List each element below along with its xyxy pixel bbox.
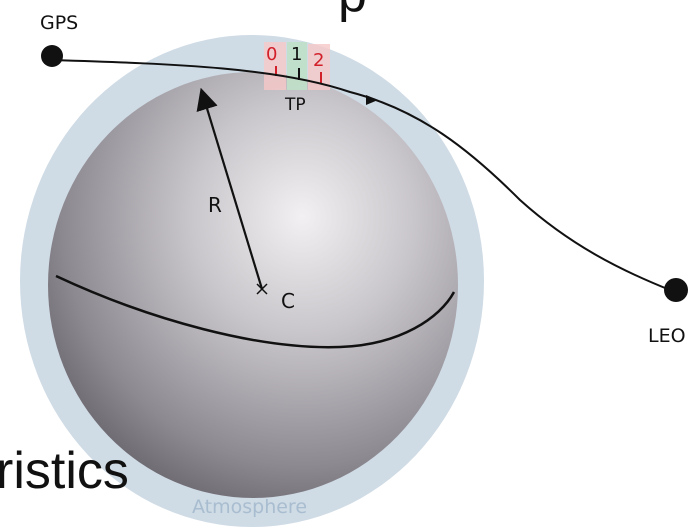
tangent-point-label: TP: [285, 95, 306, 115]
center-label: C: [281, 289, 295, 313]
signal-ray-path: [51, 59, 671, 291]
leo-satellite-dot: [664, 278, 688, 302]
ray-direction-arrow: [366, 95, 378, 105]
tick-box-2: [308, 44, 330, 90]
earth-sphere: [48, 72, 458, 498]
radius-arrow: [196, 87, 264, 290]
center-cross-b: [256, 283, 268, 295]
radius-label: R: [208, 193, 222, 217]
tick-label-0: 0: [266, 44, 278, 65]
tick-label-2: 2: [313, 50, 325, 71]
atmosphere-label: Atmosphere: [192, 496, 308, 518]
gps-satellite-dot: [41, 45, 63, 67]
tick-label-1: 1: [291, 44, 303, 65]
gps-label: GPS: [40, 12, 79, 34]
slide-title-fragment: p: [338, 0, 367, 24]
leo-label: LEO: [648, 325, 686, 347]
slide-text-fragment: ristics: [0, 442, 129, 500]
equator-curve: [55, 274, 456, 349]
